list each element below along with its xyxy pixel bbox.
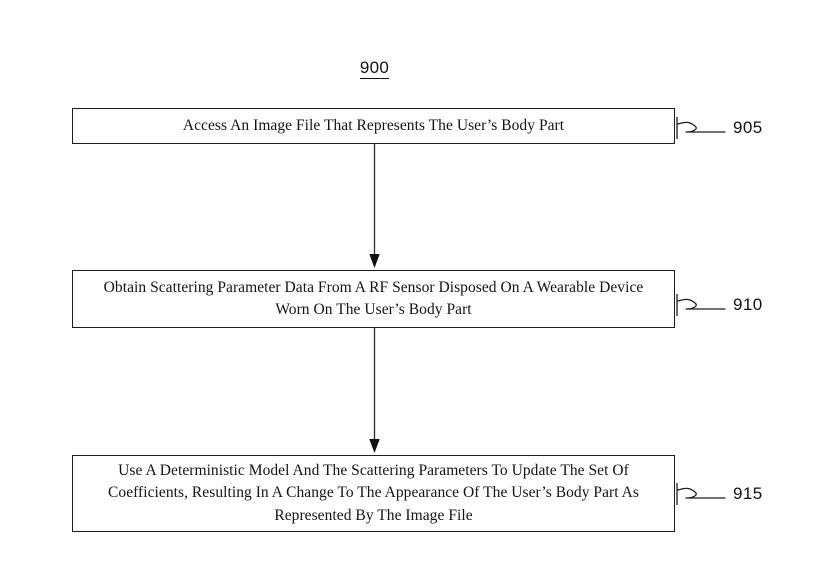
process-box-905[interactable]: Access An Image File That Represents The… xyxy=(72,108,675,144)
figure-number-value: 900 xyxy=(359,58,390,79)
process-box-915-text: Use A Deterministic Model And The Scatte… xyxy=(108,461,639,524)
reference-number-915: 915 xyxy=(733,484,763,503)
leader-squiggle-icon xyxy=(676,483,726,505)
connector-arrow-905-910 xyxy=(369,144,380,268)
process-box-915[interactable]: Use A Deterministic Model And The Scatte… xyxy=(72,455,675,532)
connector-arrow-910-915 xyxy=(369,328,380,453)
process-box-910[interactable]: Obtain Scattering Parameter Data From A … xyxy=(72,270,675,328)
reference-callout-915: 915 xyxy=(675,479,825,509)
reference-number-910: 910 xyxy=(733,295,763,314)
reference-callout-905: 905 xyxy=(675,113,825,143)
reference-number-905: 905 xyxy=(733,118,763,137)
process-box-905-text: Access An Image File That Represents The… xyxy=(182,116,565,134)
figure-number: 900 xyxy=(0,58,749,79)
process-box-910-text: Obtain Scattering Parameter Data From A … xyxy=(103,278,644,318)
leader-squiggle-icon xyxy=(676,294,726,316)
leader-squiggle-icon xyxy=(676,117,726,139)
reference-callout-910: 910 xyxy=(675,290,825,320)
